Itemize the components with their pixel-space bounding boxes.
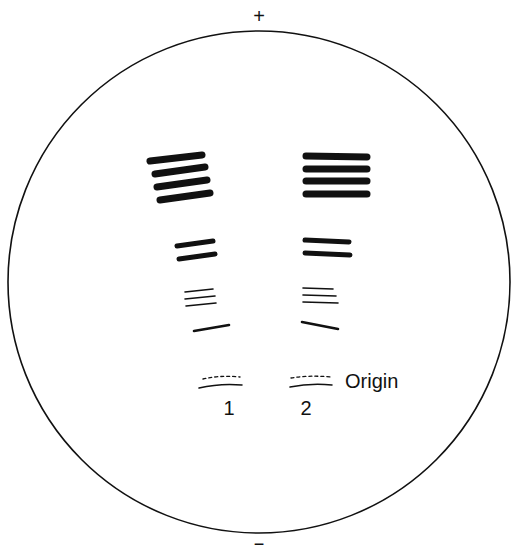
lane-2-bands xyxy=(290,156,367,387)
gel-outline xyxy=(8,31,510,533)
anode-sign: + xyxy=(253,6,265,26)
origin-label: Origin xyxy=(345,371,398,391)
lane-number: 2 xyxy=(300,398,311,418)
lane-number: 1 xyxy=(223,398,234,418)
lane-1-bands xyxy=(150,155,242,388)
cathode-sign: − xyxy=(254,535,265,553)
